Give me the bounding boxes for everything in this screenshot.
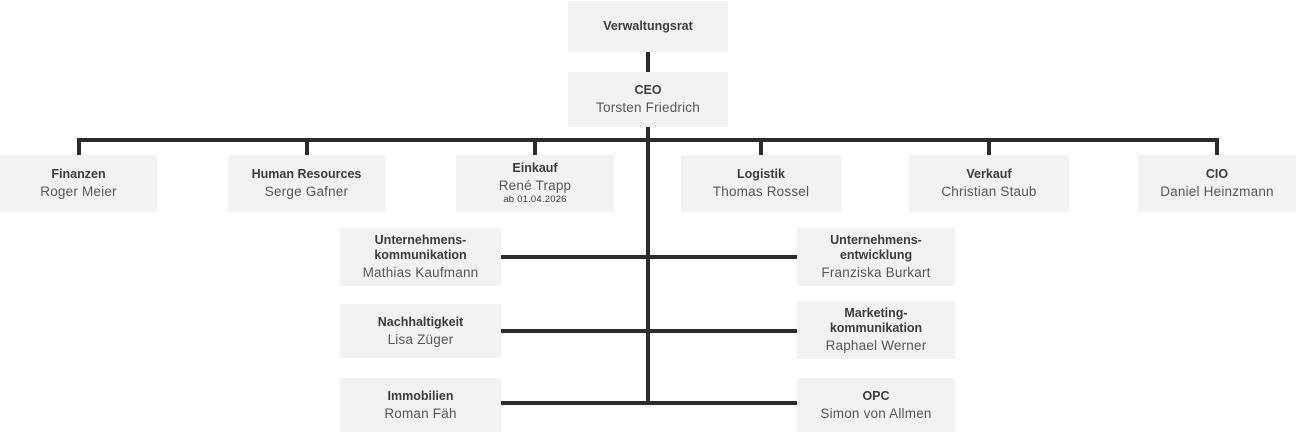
connector-staff-row2 — [501, 329, 797, 333]
connector-root-ceo — [646, 52, 650, 72]
node-title: Finanzen — [51, 167, 106, 181]
org-node-opc: OPC Simon von Allmen — [797, 378, 955, 432]
org-node-verkauf: Verkauf Christian Staub — [909, 155, 1069, 212]
connector-stub-logistik — [759, 138, 763, 155]
node-title: Verwaltungsrat — [603, 19, 693, 33]
connector-trunk — [646, 127, 650, 405]
node-note: ab 01.04.2026 — [503, 194, 567, 205]
node-name: Thomas Rossel — [712, 184, 810, 199]
node-name: Lisa Züger — [387, 331, 454, 347]
node-name: Roger Meier — [40, 184, 117, 199]
node-title: CIO — [1205, 167, 1229, 181]
node-name: Serge Gafner — [264, 184, 349, 199]
org-node-unternehmensentwicklung: Unternehmens- entwicklung Franziska Burk… — [797, 228, 955, 286]
node-title: Logistik — [737, 167, 785, 181]
org-node-human-resources: Human Resources Serge Gafner — [228, 155, 385, 212]
node-title: Nachhaltigkeit — [377, 314, 464, 329]
node-title: Unternehmens- kommunikation — [374, 233, 467, 262]
org-node-verwaltungsrat: Verwaltungsrat — [568, 1, 728, 52]
org-node-nachhaltigkeit: Nachhaltigkeit Lisa Züger — [340, 304, 501, 358]
node-title: Verkauf — [966, 167, 1012, 181]
node-title: Marketing- kommunikation — [829, 306, 923, 335]
connector-stub-finanzen — [77, 138, 81, 155]
node-name: Roman Fäh — [384, 405, 457, 421]
connector-stub-human-resources — [305, 138, 309, 155]
org-node-ceo: CEO Torsten Friedrich — [568, 72, 728, 127]
connector-row1-horizontal — [77, 138, 1219, 142]
org-node-marketingkommunikation: Marketing- kommunikation Raphael Werner — [797, 301, 955, 359]
org-node-logistik: Logistik Thomas Rossel — [681, 155, 841, 212]
connector-stub-verkauf — [987, 138, 991, 155]
node-title: CEO — [634, 83, 662, 97]
connector-stub-cio — [1215, 138, 1219, 155]
org-node-finanzen: Finanzen Roger Meier — [0, 155, 157, 212]
node-title: Einkauf — [512, 161, 558, 175]
org-node-unternehmenskommunikation: Unternehmens- kommunikation Mathias Kauf… — [340, 228, 501, 286]
org-node-immobilien: Immobilien Roman Fäh — [340, 378, 501, 432]
node-title: OPC — [862, 388, 890, 403]
node-title: Human Resources — [251, 167, 362, 181]
node-name: Mathias Kaufmann — [362, 265, 479, 280]
connector-stub-einkauf — [533, 138, 537, 155]
node-title: Immobilien — [387, 388, 454, 403]
node-name: Daniel Heinzmann — [1160, 184, 1274, 199]
node-name: Franziska Burkart — [821, 265, 931, 280]
connector-staff-row3 — [501, 401, 797, 405]
node-name: Torsten Friedrich — [596, 100, 700, 115]
node-name: Simon von Allmen — [820, 405, 932, 421]
org-node-einkauf: Einkauf René Trapp ab 01.04.2026 — [456, 155, 614, 212]
node-name: Raphael Werner — [825, 338, 927, 353]
node-title: Unternehmens- entwicklung — [830, 233, 922, 262]
node-name: Christian Staub — [941, 184, 1037, 199]
node-name: René Trapp — [498, 178, 572, 193]
org-node-cio: CIO Daniel Heinzmann — [1138, 155, 1296, 212]
connector-staff-row1 — [501, 255, 797, 259]
